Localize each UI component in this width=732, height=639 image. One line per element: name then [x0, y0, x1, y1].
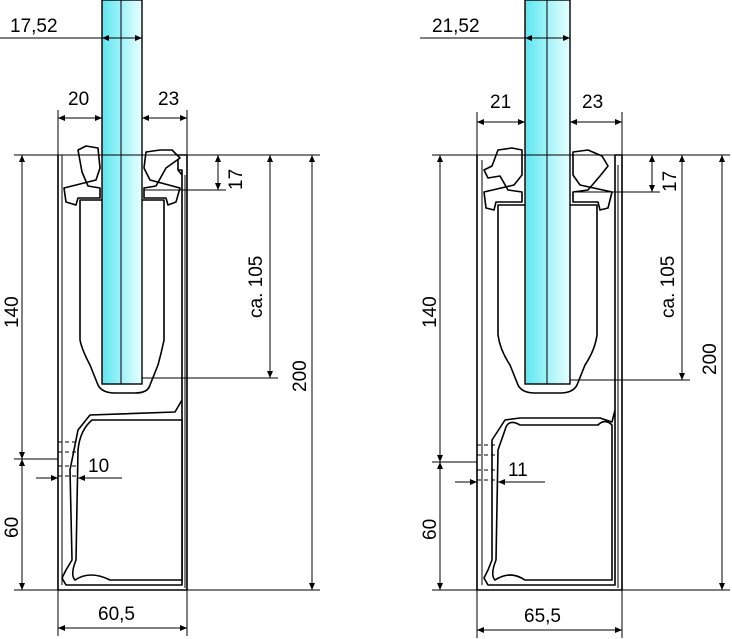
right-lower-height-label: 60 [420, 519, 441, 540]
left-clamp-right [143, 149, 181, 206]
left-base-width-label: 60,5 [98, 604, 135, 625]
left-clamp-left [63, 145, 101, 206]
right-left-clearance-label: 21 [490, 92, 511, 113]
left-total-height-label: 200 [290, 360, 311, 392]
right-clamp-depth-label: 17 [660, 171, 681, 192]
left-lower-height-label: 60 [2, 517, 23, 538]
left-glass-pane [101, 0, 143, 385]
right-base-width-label: 65,5 [524, 606, 561, 627]
right-section: 21,52 21 23 140 60 17 ca. 105 200 11 65,… [420, 0, 730, 638]
left-glass-thickness-label: 17,52 [10, 16, 58, 37]
right-gap-label: 11 [508, 460, 528, 481]
right-insertion-depth-label: ca. 105 [658, 256, 679, 318]
right-clamp-right [572, 149, 613, 211]
right-total-height-label: 200 [700, 343, 721, 375]
left-lower-chamber [71, 419, 183, 581]
left-clamp-depth-label: 17 [226, 169, 247, 190]
left-right-clearance-label: 23 [158, 89, 179, 110]
left-insertion-depth-label: ca. 105 [246, 256, 267, 318]
left-upper-height-label: 140 [2, 296, 23, 328]
right-right-clearance-label: 23 [582, 92, 603, 113]
left-gap-label: 10 [88, 456, 109, 477]
left-section: 17,52 20 23 140 60 17 ca. 105 200 10 60,… [0, 0, 320, 636]
right-upper-height-label: 140 [420, 296, 441, 328]
left-left-clearance-label: 20 [68, 89, 89, 110]
right-lower-chamber [491, 420, 613, 581]
right-glass-thickness-label: 21,52 [432, 16, 480, 37]
right-clamp-left [483, 147, 523, 211]
